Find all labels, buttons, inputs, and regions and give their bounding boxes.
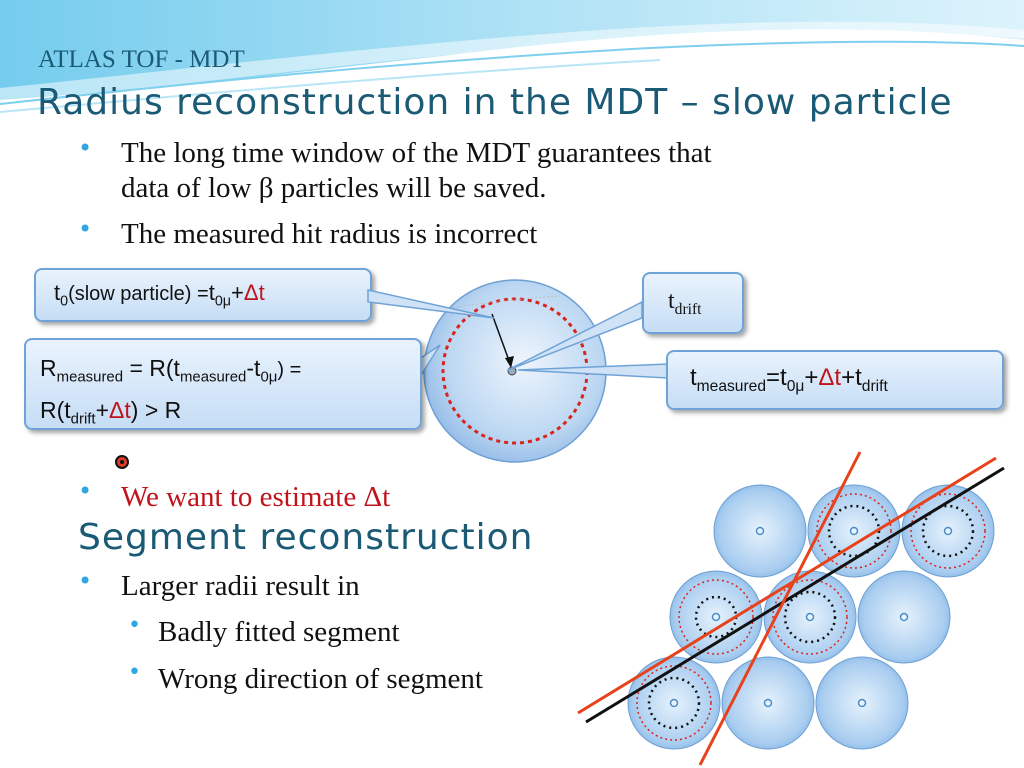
wrong-direction-line [698,451,862,766]
true-segment-line [585,466,1005,724]
bullet-dot: • [78,134,93,162]
sub-bullet-1: Badly fitted segment [158,616,400,648]
rmeasured-callout: Rmeasured = R(tmeasured-t0μ) = R(tdrift+… [24,338,422,430]
bullet-dot: • [78,215,93,243]
bullet-text-2: The measured hit radius is incorrect [121,218,538,250]
red-marker-icon [115,455,129,469]
drift-arrow [491,313,512,367]
bullet-dot: • [128,660,141,685]
t0-callout: t0(slow particle) =t0μ+Δt [34,268,372,322]
bullet-dot: • [78,477,93,505]
page-title: Radius reconstruction in the MDT – slow … [37,82,953,123]
tube-layer-bottom [627,656,909,750]
bullet-dot: • [78,567,93,595]
fitted-segment-line [577,456,997,715]
header-subtitle: ATLAS TOF - MDT [38,46,245,73]
section-title-segment: Segment reconstruction [78,517,534,558]
tmeasured-callout: tmeasured=t0μ+Δt+tdrift [666,350,1004,410]
tdrift-callout: tdrift [642,272,744,334]
bullet-text-1: The long time window of the MDT guarante… [121,137,712,204]
bullet-text-larger-radii: Larger radii result in [121,570,360,602]
bullet-text-estimate: We want to estimate Δt [121,481,391,513]
bullet-dot: • [128,613,141,638]
sub-bullet-2: Wrong direction of segment [158,663,483,695]
